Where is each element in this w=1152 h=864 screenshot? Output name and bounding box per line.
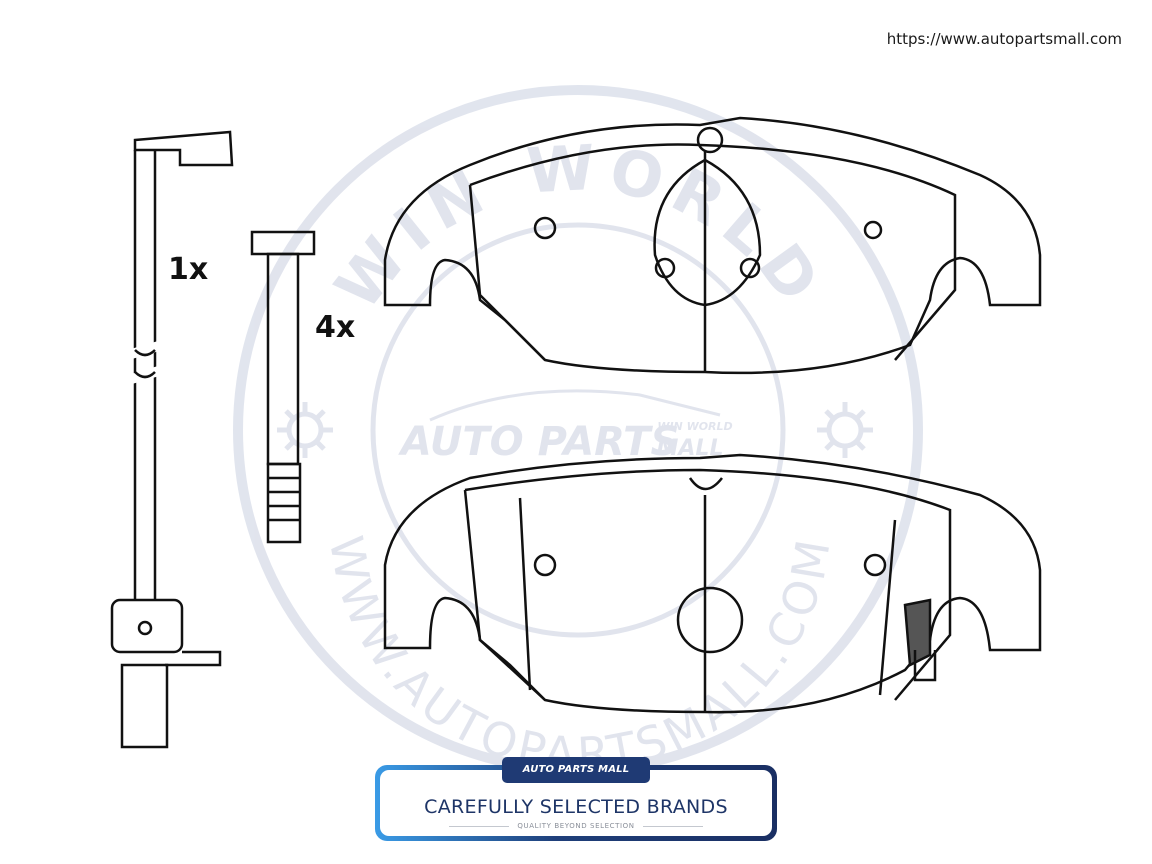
banner-title: CAREFULLY SELECTED BRANDS — [424, 796, 728, 818]
banner-logo: AUTO PARTS MALL — [502, 757, 650, 783]
gear-icon-right — [817, 402, 873, 458]
brake-pad-upper-drawing — [383, 116, 1042, 375]
bolt-quantity-label: 4x — [315, 310, 356, 345]
brand-banner: CAREFULLY SELECTED BRANDS QUALITY BEYOND… — [375, 765, 777, 841]
wear-sensor-drawing — [110, 130, 234, 749]
banner-subtitle: QUALITY BEYOND SELECTION — [380, 822, 772, 830]
watermark-tag: WIN WORLD — [657, 420, 732, 433]
watermark-inner-ring — [370, 222, 786, 638]
watermark-bottom-text: WWW.AUTOPARTSMALL.COM — [319, 532, 841, 782]
gear-icon-left — [277, 402, 333, 458]
watermark-brand: AUTO PARTS — [398, 419, 680, 465]
sensor-quantity-label: 1x — [168, 252, 209, 287]
brake-pad-lower-drawing — [383, 453, 1042, 714]
watermark-car-silhouette — [429, 389, 721, 422]
website-url: https://www.autopartsmall.com — [886, 30, 1122, 48]
watermark: WIN WORLD WWW.AUTOPARTSMALL.COM AUTO PAR… — [233, 85, 923, 782]
guide-bolt-drawing — [250, 230, 316, 544]
